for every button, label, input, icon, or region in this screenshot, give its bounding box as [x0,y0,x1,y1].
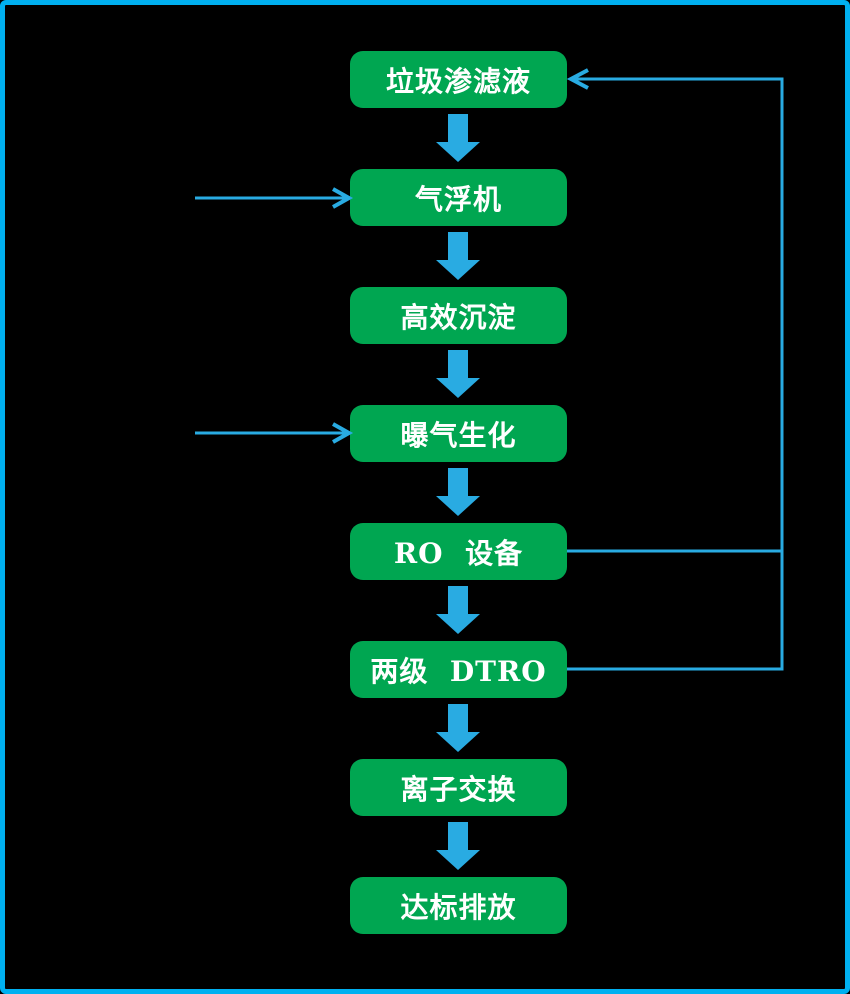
down-arrow-icon-5 [436,586,480,634]
flow-node-compliant-discharge: 达标排放 [350,877,567,934]
inlet-arrowhead-icon-aeration [332,422,354,444]
flow-node-aeration-biochemical: 曝气生化 [350,405,567,462]
down-arrow-icon-4 [436,468,480,516]
flow-node-two-stage-dtro: 两级 DTRO [350,641,567,698]
down-arrow-icon-1 [436,114,480,162]
feedback-arrowhead-icon [566,68,589,90]
inlet-arrowhead-icon-air-flotation [332,187,354,209]
down-arrow-icon-3 [436,350,480,398]
flow-node-ro-equipment: RO 设备 [350,523,567,580]
flow-node-landfill-leachate: 垃圾渗滤液 [350,51,567,108]
down-arrow-icon-6 [436,704,480,752]
down-arrow-icon-2 [436,232,480,280]
feedback-line-dtro-return [567,77,784,671]
flow-node-air-flotation: 气浮机 [350,169,567,226]
down-arrow-icon-7 [436,822,480,870]
flow-node-efficient-sedimentation: 高效沉淀 [350,287,567,344]
flow-node-ion-exchange: 离子交换 [350,759,567,816]
